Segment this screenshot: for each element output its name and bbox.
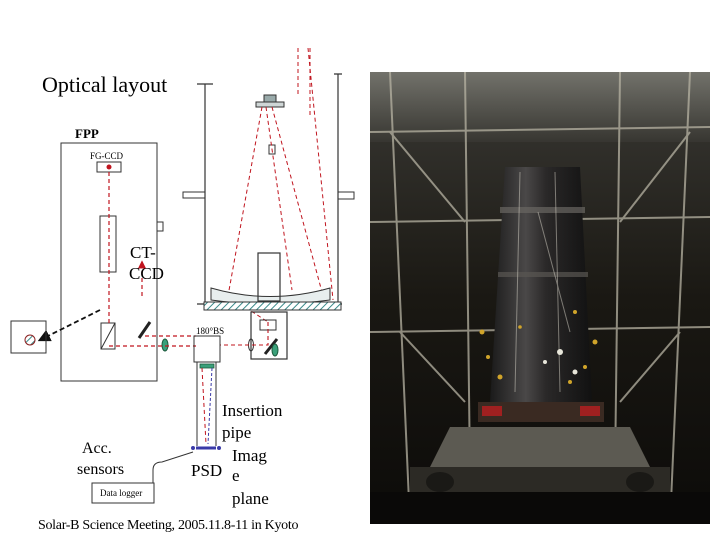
secondary-bracket [268,144,276,155]
data-logger-box [91,482,155,504]
optical-bench [203,301,342,311]
collimator-mirror [263,338,279,355]
secondary-mirror [255,101,285,108]
collimator-box [250,311,288,360]
side-tab [156,221,164,232]
filter-element [99,215,117,273]
psd-label: PSD [191,461,223,480]
data-logger-label: Data logger [100,488,143,498]
collimator-lens [271,343,279,357]
beam-splitter-cube [100,322,116,350]
fg-ccd-marker [106,164,112,170]
fg-ccd-label: FG-CCD [90,151,124,161]
ct-ccd-label-line2: CCD [129,264,164,283]
central-baffle [257,252,281,302]
insertion-pipe-label-line2: pipe [222,423,252,442]
sensor-cable [152,451,194,483]
beam-splitter-diagonal [100,322,116,350]
fpp-box [60,142,158,382]
bs-label: 180°BS [196,326,225,336]
right-support-tab [337,191,355,200]
image-plane-label-line2: e [232,466,240,485]
left-support-tab [182,191,206,199]
pipe-beam-left [201,367,207,445]
beam-sec-to-pri-left [227,106,263,297]
fpp-lens [161,338,169,352]
secondary-mount [263,94,277,103]
beam-box-to-lens [220,322,269,346]
fold-mirror [137,321,152,339]
image-plane-label-line3: plane [232,489,269,508]
psd-left-dot [191,446,195,450]
beam-to-reference [37,309,101,342]
acc-sensors-label-line1: Acc. [82,440,112,457]
telescope-test-photo [370,72,710,524]
beam-sec-to-pri-mid [265,106,293,291]
acc-sensors-label-line2: sensors [77,461,125,478]
fpp-label: FPP [75,126,99,141]
image-plane-label-line1: Imag [232,446,267,465]
insertion-pipe-label-line1: Insertion [222,401,283,420]
pipe-lens [199,363,215,369]
slide-title: Optical layout [42,72,168,97]
telescope-right-post [334,73,342,305]
ct-ccd-label-line1: CT- [130,243,156,262]
bs-housing [193,335,221,363]
reference-target [24,334,36,346]
footer-text: Solar-B Science Meeting, 2005.11.8-11 in… [38,518,299,533]
reference-box [10,320,47,354]
pipe-beam-right [207,367,213,445]
psd-right-dot [217,446,221,450]
beam-sec-to-pri-right [271,106,323,293]
incoming-beam-far [307,47,334,301]
